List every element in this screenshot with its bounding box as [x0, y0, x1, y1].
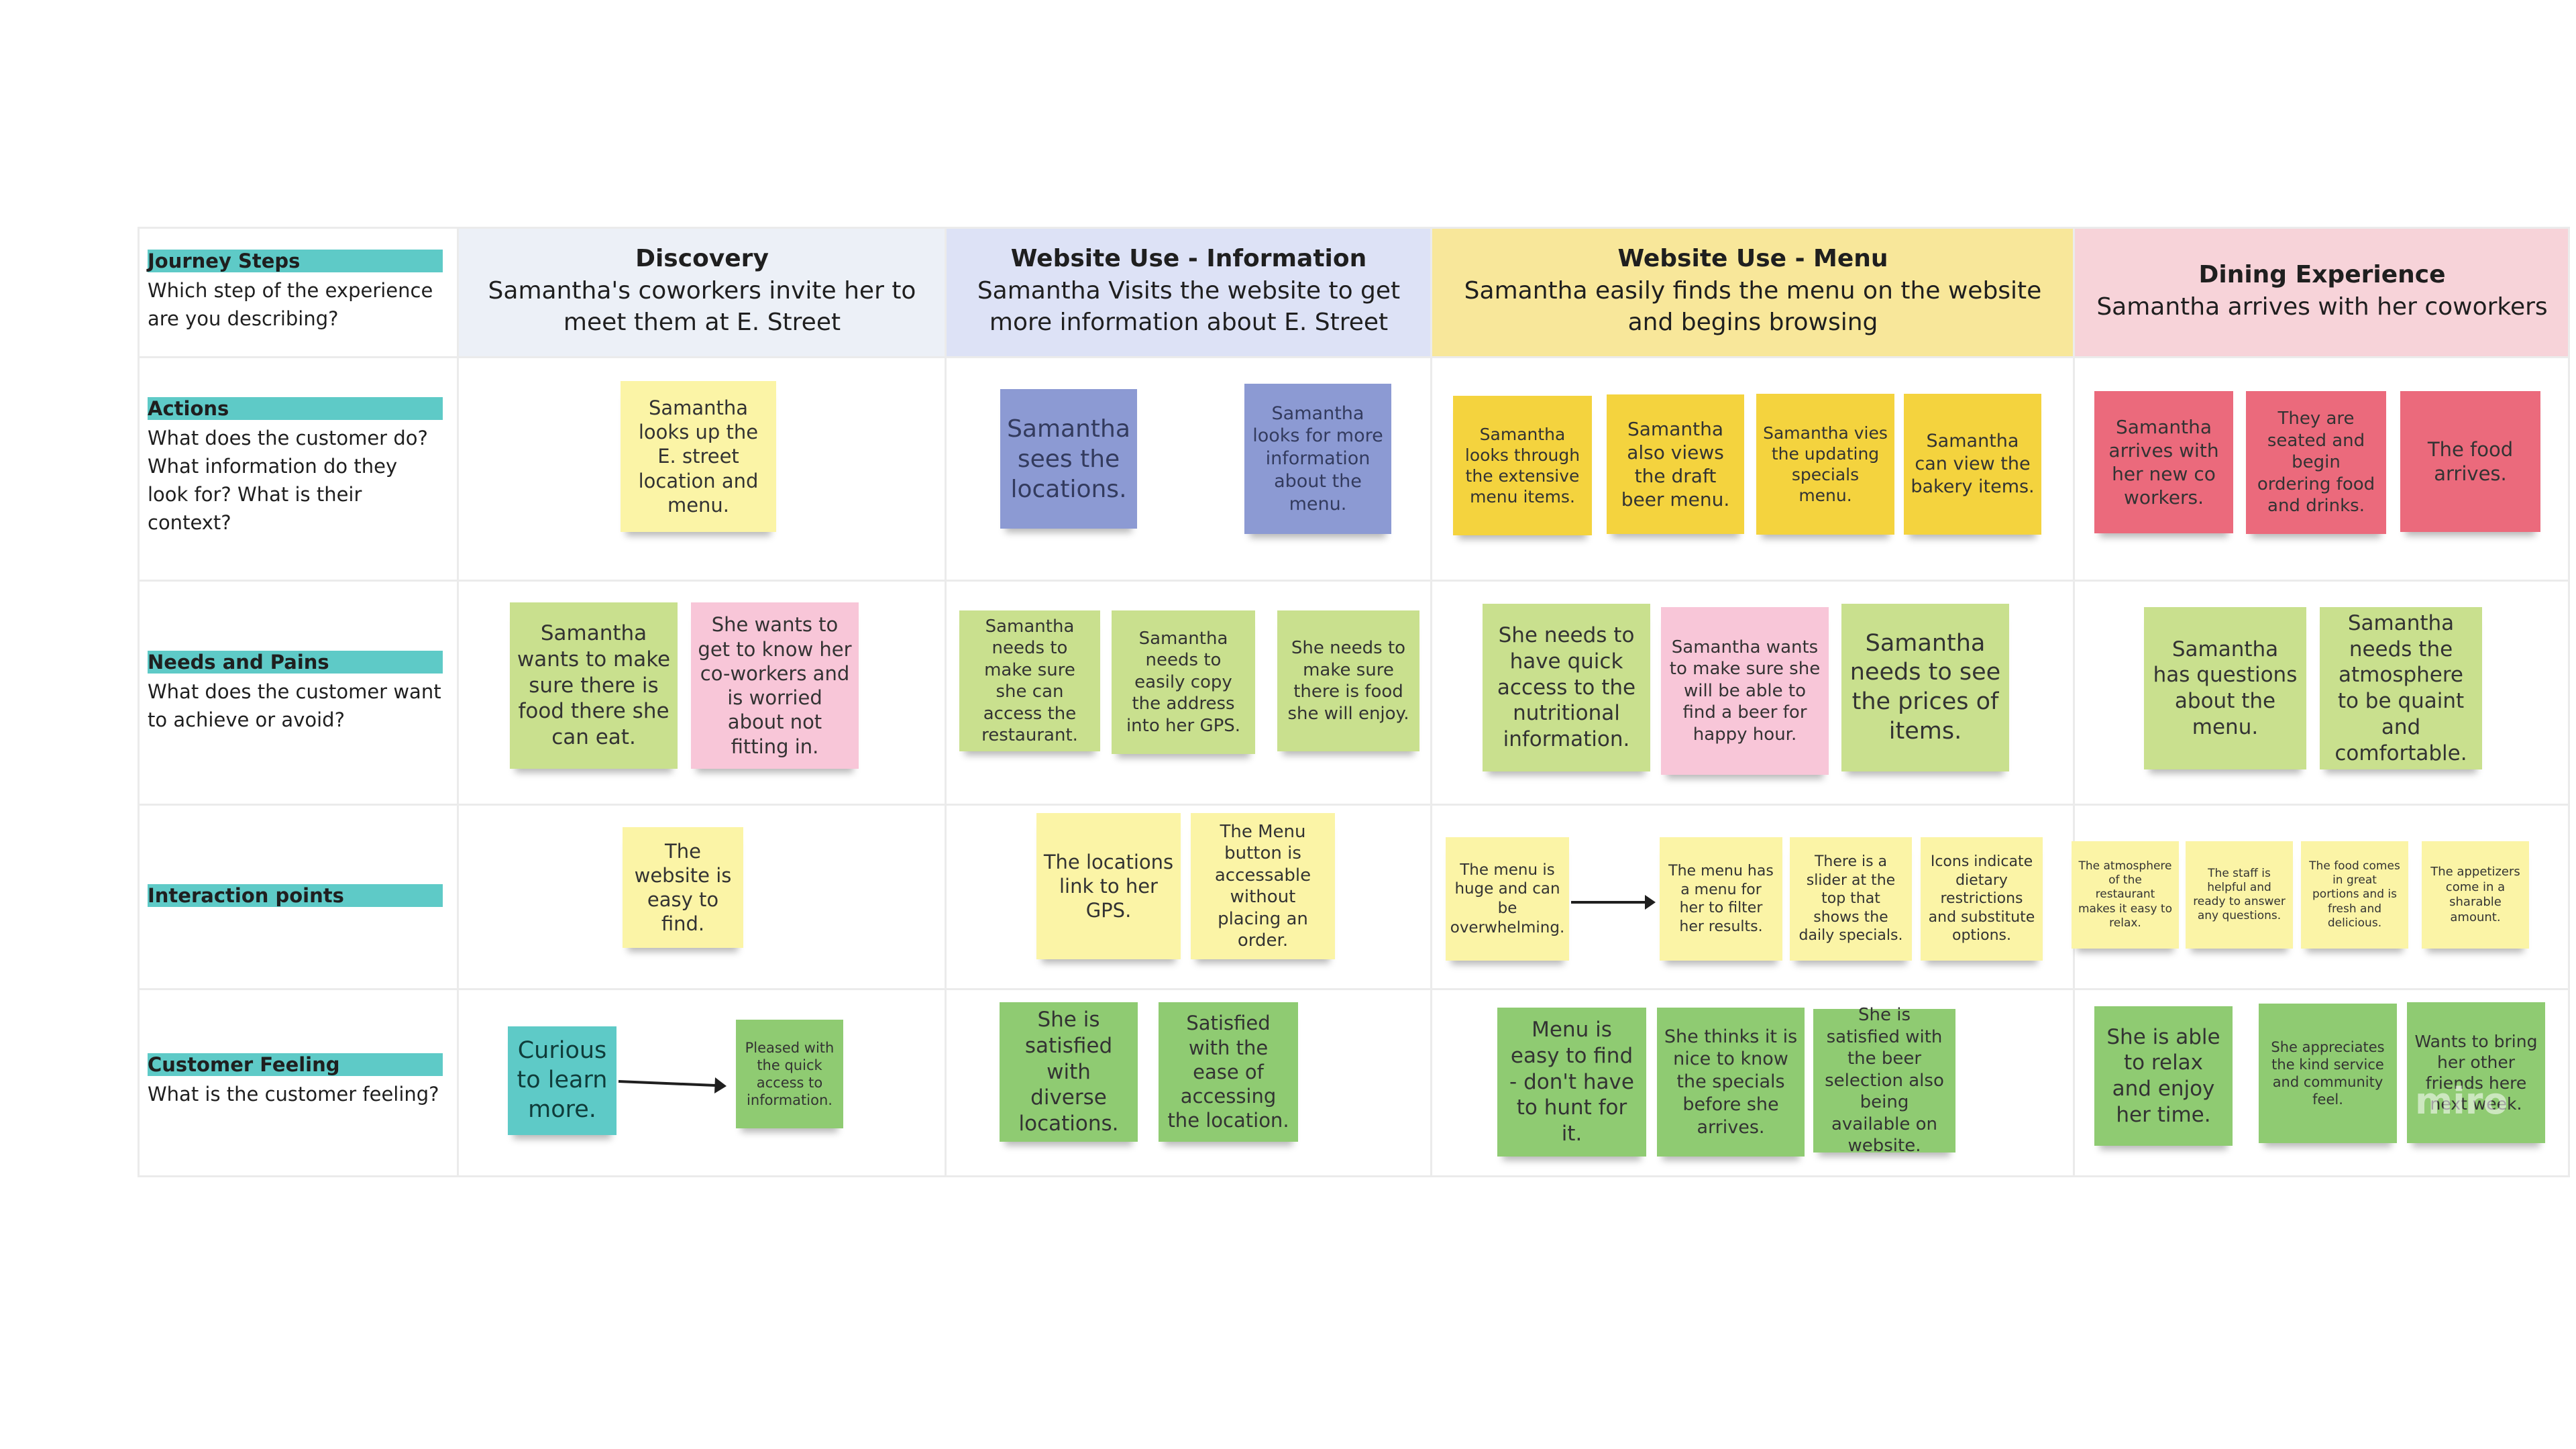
sticky-note[interactable]: Samantha needs to make sure she can acce… — [959, 610, 1100, 751]
row-header-interaction-points: Interaction points — [148, 884, 443, 911]
row-title: Actions — [148, 397, 443, 420]
arrow-connector — [618, 1077, 727, 1093]
miro-watermark: miro — [2415, 1080, 2508, 1122]
sticky-note[interactable]: The atmosphere of the restaurant makes i… — [2072, 841, 2179, 949]
grid-line — [138, 227, 2570, 229]
sticky-note[interactable]: Samantha also views the draft beer menu. — [1607, 394, 1744, 534]
stage-description: Samantha's coworkers invite her to meet … — [488, 277, 916, 336]
stage-website-information[interactable]: Website Use - Information Samantha Visit… — [946, 227, 1432, 356]
sticky-note[interactable]: The locations link to her GPS. — [1036, 813, 1181, 959]
stage-title: Discovery — [635, 245, 769, 272]
sticky-note[interactable]: Satisfied with the ease of accessing the… — [1159, 1002, 1298, 1142]
row-header-customer-feeling: Customer Feeling What is the customer fe… — [148, 1053, 443, 1108]
sticky-note[interactable]: She needs to have quick access to the nu… — [1483, 604, 1650, 771]
row-header-journey-steps: Journey Steps Which step of the experien… — [148, 250, 443, 333]
sticky-note[interactable]: The Menu button is accessable without pl… — [1191, 813, 1335, 959]
sticky-note[interactable]: She is able to relax and enjoy her time. — [2094, 1006, 2233, 1146]
sticky-note[interactable]: Samantha looks up the E. street location… — [621, 381, 776, 532]
sticky-note[interactable]: Pleased with the quick access to informa… — [736, 1020, 843, 1128]
sticky-note[interactable]: Samantha has questions about the menu. — [2144, 607, 2306, 769]
sticky-note[interactable]: She is satisfied with the beer selection… — [1813, 1005, 1955, 1156]
sticky-note[interactable]: The food comes in great portions and is … — [2301, 841, 2408, 949]
arrow-connector — [1571, 895, 1656, 910]
sticky-note[interactable]: Wants to bring her other friends here ne… — [2407, 1002, 2545, 1143]
row-title: Interaction points — [148, 884, 443, 907]
row-description: What is the customer feeling? — [148, 1083, 439, 1106]
stage-discovery[interactable]: Discovery Samantha's coworkers invite he… — [458, 227, 946, 356]
sticky-note[interactable]: The food arrives. — [2400, 391, 2540, 532]
row-description: What does the customer do? What informat… — [148, 427, 428, 534]
sticky-note[interactable]: The appetizers come in a sharable amount… — [2422, 841, 2529, 949]
sticky-note[interactable]: There is a slider at the top that shows … — [1790, 837, 1912, 961]
row-header-actions: Actions What does the customer do? What … — [148, 397, 443, 537]
stage-title: Website Use - Information — [1010, 245, 1367, 272]
grid-line — [457, 227, 459, 1177]
stage-title: Website Use - Menu — [1617, 245, 1888, 272]
grid-line — [2073, 227, 2075, 1177]
sticky-note[interactable]: Samantha sees the locations. — [1000, 389, 1137, 529]
grid-line — [138, 1175, 2570, 1177]
sticky-note[interactable]: She is satisfied with diverse locations. — [1000, 1002, 1138, 1142]
grid-line — [138, 356, 2570, 358]
row-title: Customer Feeling — [148, 1053, 443, 1076]
stage-dining-experience[interactable]: Dining Experience Samantha arrives with … — [2074, 227, 2570, 356]
sticky-note[interactable]: Menu is easy to find - don't have to hun… — [1497, 1008, 1646, 1157]
grid-line — [138, 804, 2570, 806]
sticky-note[interactable]: Samantha arrives with her new co workers… — [2094, 391, 2233, 533]
row-description: What does the customer want to achieve o… — [148, 680, 441, 731]
sticky-note[interactable]: She wants to get to know her co-workers … — [691, 602, 859, 769]
grid-line — [2568, 227, 2570, 1177]
stage-website-menu[interactable]: Website Use - Menu Samantha easily finds… — [1432, 227, 2074, 356]
sticky-note[interactable]: Samantha can view the bakery items. — [1904, 394, 2041, 535]
sticky-note[interactable]: Samantha looks through the extensive men… — [1453, 396, 1592, 535]
sticky-note[interactable]: She needs to make sure there is food she… — [1277, 610, 1419, 751]
sticky-note[interactable]: Samantha needs to easily copy the addres… — [1112, 610, 1255, 754]
sticky-note[interactable]: Samantha wants to make sure she will be … — [1661, 607, 1829, 775]
row-description: Which step of the experience are you des… — [148, 279, 433, 330]
sticky-note[interactable]: Samantha needs the atmosphere to be quai… — [2320, 607, 2482, 769]
grid-line — [138, 227, 140, 1177]
sticky-note[interactable]: She thinks it is nice to know the specia… — [1657, 1008, 1805, 1157]
sticky-note[interactable]: The menu has a menu for her to filter he… — [1660, 837, 1782, 961]
row-header-needs-pains: Needs and Pains What does the customer w… — [148, 651, 443, 734]
stage-description: Samantha easily finds the menu on the we… — [1464, 277, 2042, 336]
row-title: Needs and Pains — [148, 651, 443, 674]
sticky-note[interactable]: Samantha needs to see the prices of item… — [1841, 604, 2009, 771]
stage-description: Samantha arrives with her coworkers — [2096, 292, 2548, 321]
grid-line — [138, 988, 2570, 990]
sticky-note[interactable]: Curious to learn more. — [508, 1026, 616, 1135]
sticky-note[interactable]: Samantha wants to make sure there is foo… — [510, 602, 678, 769]
stage-description: Samantha Visits the website to get more … — [977, 277, 1401, 336]
sticky-note[interactable]: The website is easy to find. — [623, 827, 743, 948]
grid-line — [1430, 227, 1432, 1177]
sticky-note[interactable]: The staff is helpful and ready to answer… — [2186, 841, 2293, 949]
sticky-note[interactable]: Icons indicate dietary restrictions and … — [1921, 837, 2043, 961]
sticky-note[interactable]: She appreciates the kind service and com… — [2259, 1004, 2397, 1143]
sticky-note[interactable]: Samantha vies the updating specials menu… — [1756, 394, 1894, 535]
grid-line — [945, 227, 947, 1177]
stage-title: Dining Experience — [2198, 260, 2446, 288]
grid-line — [138, 580, 2570, 582]
sticky-note[interactable]: The menu is huge and can be overwhelming… — [1446, 837, 1569, 961]
sticky-note[interactable]: They are seated and begin ordering food … — [2246, 391, 2386, 534]
sticky-note[interactable]: Samantha looks for more information abou… — [1244, 384, 1391, 534]
row-title: Journey Steps — [148, 250, 443, 272]
